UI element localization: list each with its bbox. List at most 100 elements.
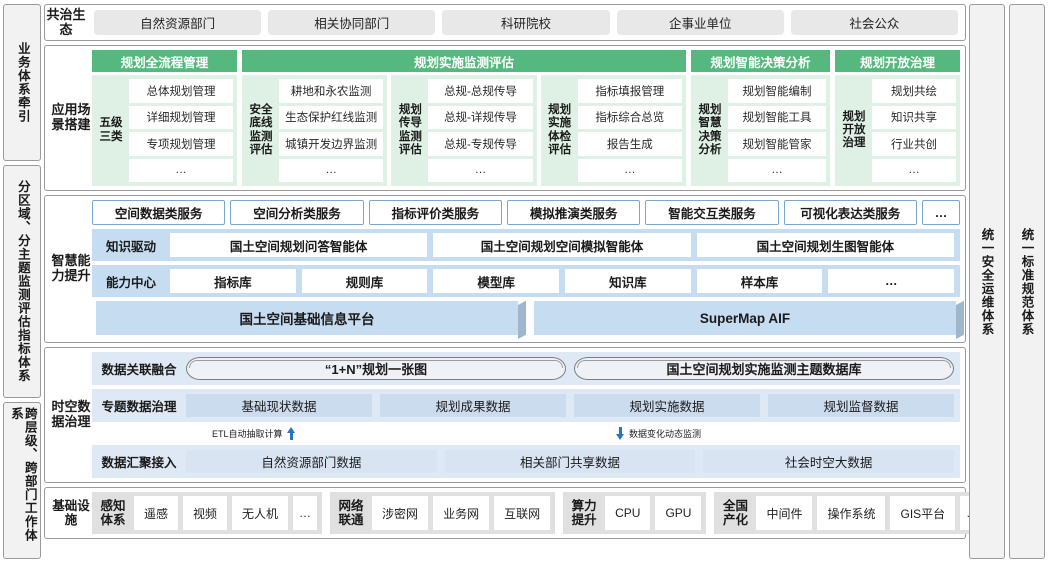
service-chip[interactable]: 智能交互类服务 xyxy=(645,200,779,225)
sub-item[interactable]: 指标综合总览 xyxy=(577,105,682,129)
platform-supermap-aif[interactable]: SuperMap AIF xyxy=(534,301,956,335)
database-cylinder[interactable]: 国土空间规划实施监测主题数据库 xyxy=(574,357,954,381)
sub-item[interactable]: 专项规划管理 xyxy=(129,132,233,156)
sub-item[interactable]: 知识共享 xyxy=(872,105,956,129)
infra-chip[interactable]: 互联网 xyxy=(494,496,551,530)
sub-item[interactable]: … xyxy=(728,158,826,182)
sub-item[interactable]: … xyxy=(279,158,384,182)
ecology-chip[interactable]: 企事业单位 xyxy=(616,10,784,35)
sub-label: 规划实施体检评估 xyxy=(548,104,572,156)
library-chip[interactable]: 规则库 xyxy=(301,269,428,293)
ecology-chip[interactable]: 自然资源部门 xyxy=(94,10,262,35)
infra-chip[interactable]: 业务网 xyxy=(433,496,490,530)
sub-item[interactable]: … xyxy=(428,158,533,182)
group-title: 规划智能决策分析 xyxy=(691,50,830,72)
capability-band: 智慧能力提升 空间数据类服务 空间分析类服务 指标评价类服务 模拟推演类服务 智… xyxy=(44,195,966,343)
sub-label: 五级三类 xyxy=(99,117,123,143)
infra-group-label: 网络联通 xyxy=(338,499,364,527)
thematic-chip[interactable]: 规划实施数据 xyxy=(574,394,760,418)
thematic-chip[interactable]: 规划监督数据 xyxy=(768,394,954,418)
ecology-chip[interactable]: 科研院校 xyxy=(442,10,610,35)
app-group-decision-analysis: 规划智能决策分析 规划智慧决策分析 规划智能编制 规划智能工具 规划智能管家 … xyxy=(691,50,830,186)
infra-chip[interactable]: 中间件 xyxy=(756,496,813,530)
service-chip[interactable]: 指标评价类服务 xyxy=(368,200,502,225)
sub-item[interactable]: 行业共创 xyxy=(872,132,956,156)
sub-item[interactable]: 城镇开发边界监测 xyxy=(279,132,384,156)
infra-chip[interactable]: GIS平台 xyxy=(890,496,956,530)
platform-base-info[interactable]: 国土空间基础信息平台 xyxy=(96,301,518,335)
ecology-chip[interactable]: 社会公众 xyxy=(790,10,959,35)
sub-item[interactable]: 总规-总规传导 xyxy=(428,79,533,103)
infra-chip[interactable]: 无人机 xyxy=(232,496,289,530)
group-body: 规划智慧决策分析 规划智能编制 规划智能工具 规划智能管家 … xyxy=(691,75,830,186)
sub-items: 总体规划管理 详细规划管理 专项规划管理 … xyxy=(129,79,233,182)
infra-chip-more[interactable]: … xyxy=(293,496,318,530)
sub-item[interactable]: … xyxy=(577,158,682,182)
sub-label: 规划开放治理 xyxy=(842,110,866,150)
sub-item[interactable]: 总规-详规传导 xyxy=(428,105,533,129)
left-rail-column: 业务体系牵引 分区域、分主题监测评估指标体系 跨层级、跨部门工作体系 xyxy=(3,4,41,559)
infra-group-network: 网络联通 涉密网 业务网 互联网 xyxy=(330,492,556,534)
infra-chip[interactable]: 视频 xyxy=(183,496,228,530)
etl-arrow-note: ETL自动抽取计算 xyxy=(212,427,296,441)
ingest-chip[interactable]: 相关部门共享数据 xyxy=(444,449,696,474)
sub-item[interactable]: 规划共绘 xyxy=(872,79,956,103)
infra-chip[interactable]: 涉密网 xyxy=(372,496,429,530)
sub-label: 规划传导监测评估 xyxy=(398,104,422,156)
infra-chip[interactable]: GPU xyxy=(655,496,702,530)
library-chip[interactable]: 知识库 xyxy=(565,269,691,293)
sub-item[interactable]: 规划智能编制 xyxy=(728,79,826,103)
knowledge-agent[interactable]: 国土空间规划空间模拟智能体 xyxy=(433,233,691,257)
sub-item[interactable]: 总体规划管理 xyxy=(129,79,233,103)
sub-item[interactable]: 耕地和永农监测 xyxy=(279,79,384,103)
sub-item[interactable]: 生态保护红线监测 xyxy=(279,105,384,129)
library-chip-more[interactable]: … xyxy=(828,269,955,293)
sub-item[interactable]: 总规-专规传导 xyxy=(428,132,533,156)
sub-item[interactable]: … xyxy=(872,158,956,182)
data-fusion-label: 数据关联融合 xyxy=(101,363,177,378)
infra-group-label: 全国产化 xyxy=(722,499,748,527)
infra-chip[interactable]: 操作系统 xyxy=(817,496,886,530)
main-stack: 共治生态 自然资源部门 相关协同部门 科研院校 企事业单位 社会公众 应用场景搭… xyxy=(44,4,990,559)
service-chip[interactable]: 模拟推演类服务 xyxy=(506,200,641,225)
infra-chip[interactable]: 遥感 xyxy=(134,496,179,530)
service-row: 空间数据类服务 空间分析类服务 指标评价类服务 模拟推演类服务 智能交互类服务 … xyxy=(92,200,960,225)
monitor-arrow-label: 数据变化动态监测 xyxy=(629,429,702,440)
capability-label: 智慧能力提升 xyxy=(51,253,91,283)
sub-item[interactable]: 规划智能管家 xyxy=(728,132,826,156)
arrow-up-icon xyxy=(286,427,296,441)
infra-group-label: 感知体系 xyxy=(100,499,126,527)
sub-item[interactable]: 报告生成 xyxy=(577,132,682,156)
data-fusion-cells: “1+N”规划一张图 国土空间规划实施监测主题数据库 xyxy=(186,357,954,381)
sub-item[interactable]: 规划智能工具 xyxy=(728,105,826,129)
ingest-chip[interactable]: 自然资源部门数据 xyxy=(186,449,437,474)
sub-items: 耕地和永农监测 生态保护红线监测 城镇开发边界监测 … xyxy=(279,79,384,182)
infra-chip[interactable]: CPU xyxy=(605,496,651,530)
service-chip-more[interactable]: … xyxy=(921,200,960,225)
infrastructure-body: 感知体系 遥感 视频 无人机 … 网络联通 涉密网 业务网 互联网 算力提升 C… xyxy=(92,492,990,534)
rail-security-ops: 统一安全运维体系 xyxy=(969,4,1005,559)
service-chip[interactable]: 可视化表达类服务 xyxy=(783,200,917,225)
app-group-open-governance: 规划开放治理 规划开放治理 规划共绘 知识共享 行业共创 … xyxy=(835,50,960,186)
library-chip[interactable]: 指标库 xyxy=(170,269,296,293)
thematic-chip[interactable]: 基础现状数据 xyxy=(186,394,372,418)
sub-items: 指标填报管理 指标综合总览 报告生成 … xyxy=(577,79,682,182)
library-chip[interactable]: 模型库 xyxy=(433,269,560,293)
ecology-band: 共治生态 自然资源部门 相关协同部门 科研院校 企事业单位 社会公众 xyxy=(44,4,966,41)
sub-panel: 安全底线监测评估 耕地和永农监测 生态保护红线监测 城镇开发边界监测 … xyxy=(242,75,388,186)
knowledge-agent[interactable]: 国土空间规划问答智能体 xyxy=(170,233,428,257)
database-cylinder[interactable]: “1+N”规划一张图 xyxy=(186,357,566,381)
capability-center-row: 能力中心 指标库 规则库 模型库 知识库 样本库 … xyxy=(92,265,960,297)
service-chip[interactable]: 空间数据类服务 xyxy=(92,200,226,225)
knowledge-agent[interactable]: 国土空间规划生图智能体 xyxy=(696,233,954,257)
sub-item[interactable]: 指标填报管理 xyxy=(577,79,682,103)
thematic-chip[interactable]: 规划成果数据 xyxy=(380,394,566,418)
ecology-chip[interactable]: 相关协同部门 xyxy=(268,10,436,35)
sub-label: 规划智慧决策分析 xyxy=(698,104,722,156)
sub-item[interactable]: 详细规划管理 xyxy=(129,105,233,129)
service-chip[interactable]: 空间分析类服务 xyxy=(230,200,364,225)
right-rail-column: 统一安全运维体系 统一标准规范体系 xyxy=(969,4,1045,559)
sub-item[interactable]: … xyxy=(129,158,233,182)
library-chip[interactable]: 样本库 xyxy=(696,269,823,293)
ingest-chip[interactable]: 社会时空大数据 xyxy=(703,449,955,474)
